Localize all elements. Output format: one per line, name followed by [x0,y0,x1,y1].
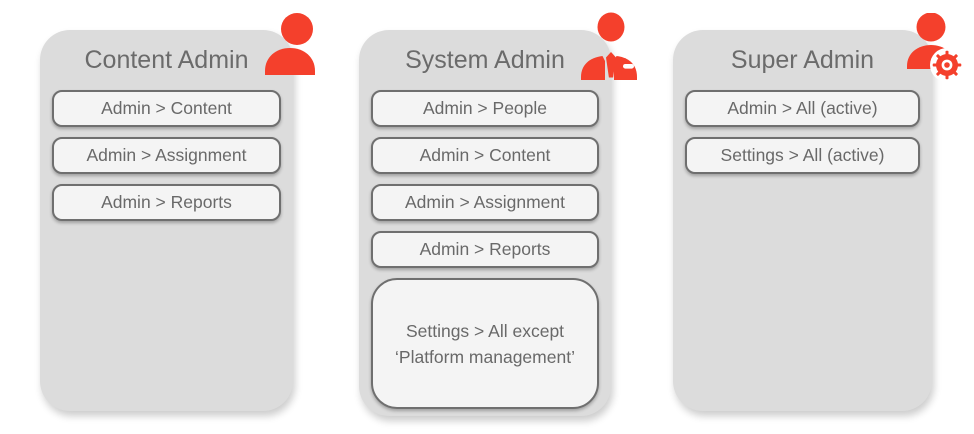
permission-item: Admin > Assignment [52,137,281,174]
permission-item: Admin > Assignment [371,184,599,221]
person-tie-icon [575,12,639,80]
permission-item-settings: Settings > All except ‘Platform manageme… [371,278,599,409]
role-card-super-admin: Super Admin [673,12,964,411]
role-card-content-admin: Content Admin Admin > Content Admin > As… [40,13,315,411]
card-header: Super Admin [673,12,964,82]
role-title: Super Admin [730,46,875,74]
card-header: Content Admin [40,13,315,76]
permission-list: Admin > People Admin > Content Admin > A… [359,76,611,409]
permission-item: Admin > All (active) [685,90,920,127]
role-card-system-admin: System Admin Admin > People Admin > Cont… [359,12,637,416]
permission-item: Admin > Content [371,137,599,174]
permission-item: Admin > People [371,90,599,127]
card-header: System Admin [359,12,637,80]
permission-list: Admin > Content Admin > Assignment Admin… [40,76,293,221]
permission-item-line: Settings > All except [405,320,565,341]
permission-item: Admin > Content [52,90,281,127]
person-gear-icon [906,12,966,85]
permission-item-line: ‘Platform management’ [395,346,575,367]
permission-item: Settings > All (active) [685,137,920,174]
person-icon [263,13,317,75]
permission-list: Admin > All (active) Settings > All (act… [673,76,932,174]
role-title: Content Admin [84,46,249,74]
permission-item: Admin > Reports [371,231,599,268]
role-title: System Admin [405,46,565,74]
permission-item: Admin > Reports [52,184,281,221]
